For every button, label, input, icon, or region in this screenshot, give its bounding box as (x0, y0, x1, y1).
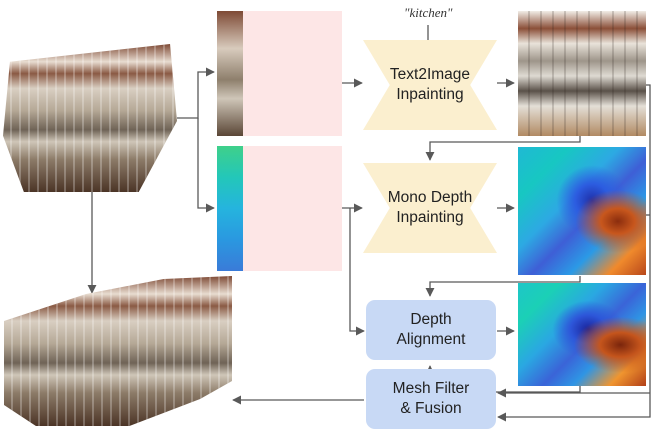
arrow-rgb-to-mesh-filter (497, 84, 651, 422)
mesh-filter-fusion-label: Mesh Filter & Fusion (392, 380, 470, 417)
mesh-filter-fusion-box: Mesh Filter & Fusion (366, 369, 496, 429)
aligned-depth-map (518, 283, 646, 386)
inpainted-depth-map (518, 147, 646, 275)
mono-depth-inpainting-label: Mono Depth Inpainting (387, 189, 473, 226)
masked-depth-visible-strip (217, 146, 243, 271)
arrow-depth-to-depth-alignment (425, 276, 581, 297)
masked-rgb-missing-region (243, 11, 342, 136)
inpainted-rgb-image (518, 11, 646, 136)
arrow-input-to-masked-depth (197, 118, 215, 213)
kitchen-input-image (3, 44, 177, 192)
text-prompt: "kitchen" (404, 5, 453, 20)
text2image-inpainting-label: Text2Image Inpainting (389, 66, 471, 103)
depth-alignment-box: Depth Alignment (366, 300, 496, 360)
masked-depth-missing-region (243, 146, 342, 271)
arrow-masked-depth-to-depth-alignment (349, 208, 365, 336)
masked-rgb-visible-strip (217, 11, 243, 136)
arrow-input-to-masked-rgb (177, 67, 215, 119)
depth-alignment-label: Depth Alignment (396, 311, 466, 348)
arrow-rgb-to-mono-depth (425, 136, 581, 161)
